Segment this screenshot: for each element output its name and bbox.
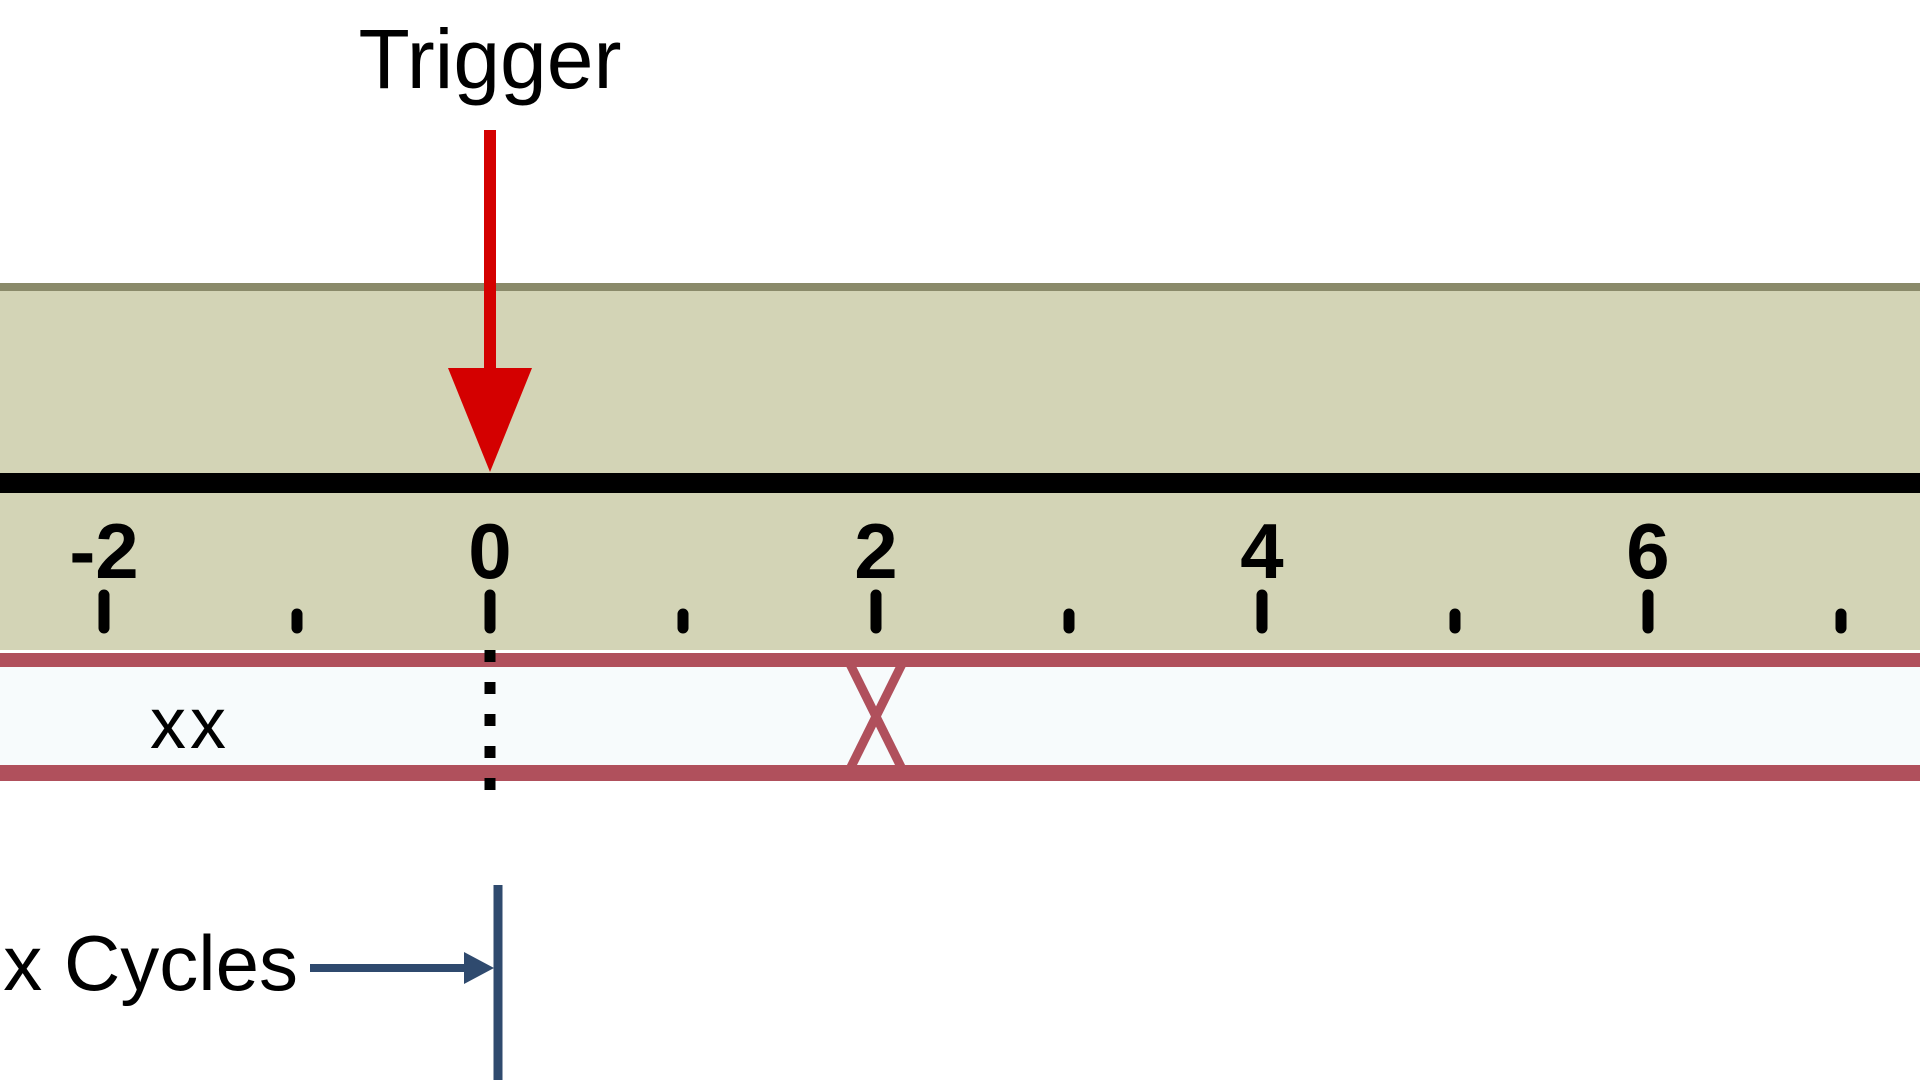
- cycles-arrow-head: [464, 952, 494, 984]
- trigger-arrow-head: [448, 368, 532, 472]
- signal-bus-background: [0, 655, 1920, 767]
- tick-label: -2: [69, 507, 138, 595]
- trigger-label: Trigger: [359, 12, 622, 106]
- tick-label: 2: [854, 507, 897, 595]
- signal-transition-x: [843, 658, 909, 775]
- signal-value-label: xx: [150, 684, 230, 764]
- tick-label: 6: [1626, 507, 1669, 595]
- tick-label: 0: [468, 507, 511, 595]
- trigger-arrow: [448, 130, 532, 472]
- tick-marks: [98, 589, 1847, 634]
- timeline-band-upper: [0, 285, 1920, 475]
- cycles-label: x Cycles: [3, 919, 298, 1007]
- timeline-band-lower: [0, 490, 1920, 650]
- transition-stroke: [843, 658, 909, 775]
- tick-labels: -2 0 2 4 6: [69, 507, 1669, 595]
- cycles-arrow: [310, 952, 494, 984]
- tick-label: 4: [1240, 507, 1283, 595]
